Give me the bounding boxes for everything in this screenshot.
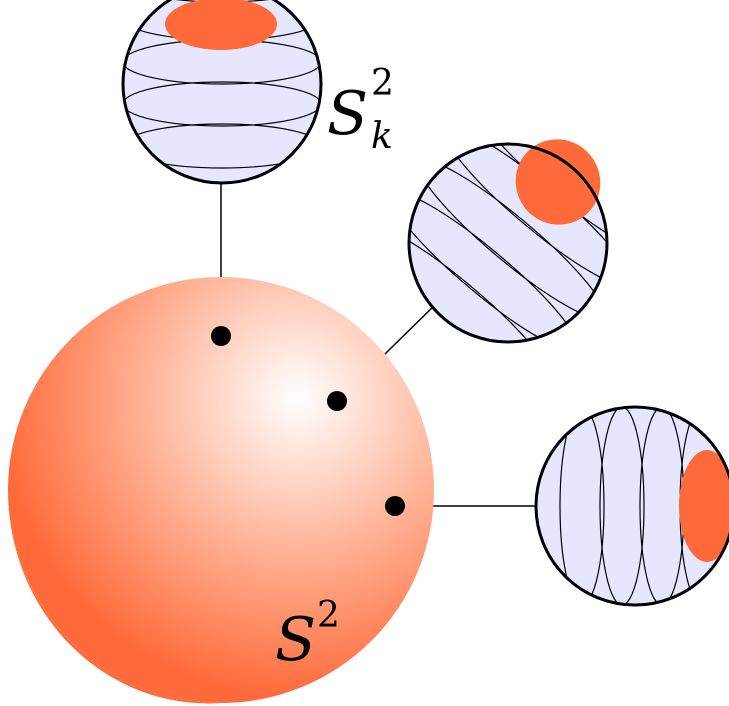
- fiber-sphere-label: S 2 k: [327, 63, 394, 157]
- fiber-sphere-right: [534, 405, 729, 607]
- base-sphere: [7, 277, 434, 704]
- base-point-middle: [327, 391, 347, 411]
- fiber-label-sub: k: [371, 116, 393, 157]
- base-sphere-label: S 2: [275, 595, 340, 675]
- fiber-sphere-middle: [407, 139, 609, 344]
- fiber-label-sup: 2: [371, 63, 394, 104]
- base-label-sup: 2: [317, 595, 340, 636]
- fiber-cap-right: [679, 450, 729, 562]
- base-point-top: [211, 326, 231, 346]
- fiber-sphere-top: [121, 0, 323, 185]
- base-label-base: S: [275, 605, 316, 675]
- fiber-label-base: S: [327, 79, 368, 149]
- base-point-right: [385, 496, 405, 516]
- fiber-cap-top: [165, 0, 277, 50]
- fiber-cap-middle: [515, 139, 601, 225]
